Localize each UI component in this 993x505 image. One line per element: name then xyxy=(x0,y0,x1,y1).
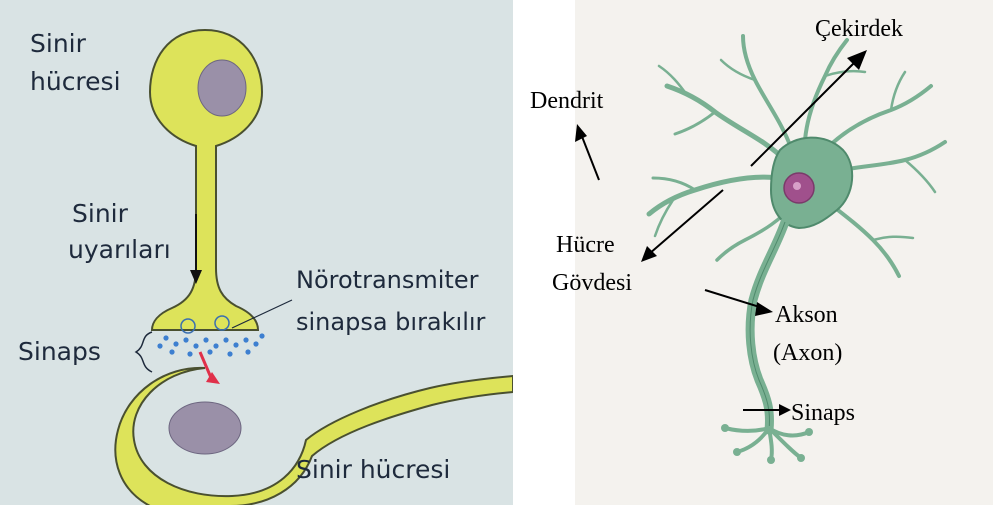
panel-background xyxy=(575,0,993,505)
label-neurotransmitter-line2: sinapsa bırakılır xyxy=(296,308,486,336)
label-synapse: Sinaps xyxy=(18,337,101,366)
top-cell-nucleus xyxy=(198,60,246,116)
label-synapse: Sinaps xyxy=(791,400,855,426)
label-axon-line1: Akson xyxy=(775,302,838,328)
label-top-cell-line2: hücresi xyxy=(30,67,121,96)
bottom-cell-nucleus xyxy=(169,402,241,454)
label-top-cell-line1: Sinir xyxy=(30,29,87,58)
label-nucleus: Çekirdek xyxy=(815,16,903,42)
synapse-diagram: Sinir hücresi Sinir uyarıları Nörotransm… xyxy=(0,0,513,505)
label-impulses-line1: Sinir xyxy=(72,199,129,228)
neuron-anatomy-panel: Çekirdek Akson (Axon) Sinaps xyxy=(575,0,993,505)
label-axon-line2: (Axon) xyxy=(773,340,842,366)
nucleolus xyxy=(793,182,801,190)
label-neurotransmitter-line1: Nörotransmiter xyxy=(296,266,479,294)
label-impulses-line2: uyarıları xyxy=(68,235,171,264)
synapse-diagram-panel: Sinir hücresi Sinir uyarıları Nörotransm… xyxy=(0,0,513,505)
label-bottom-cell: Sinir hücresi xyxy=(296,455,450,484)
neuron-anatomy-diagram: Çekirdek Akson (Axon) Sinaps xyxy=(575,0,993,505)
